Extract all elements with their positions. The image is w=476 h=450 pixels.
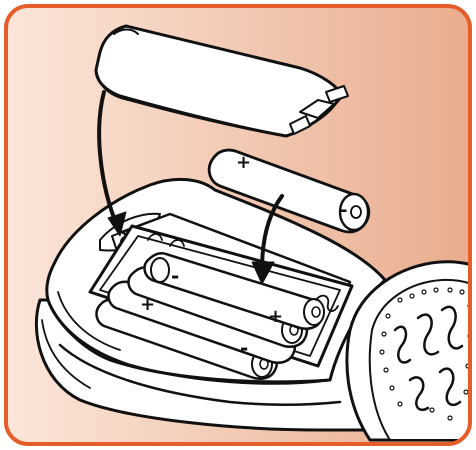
polarity-mark-3: + [268,306,283,327]
polarity-mark-1: + [140,294,155,315]
polarity-mark-6: - [340,200,347,221]
polarity-mark-5: + [236,152,251,173]
polarity-mark-4: - [240,336,248,360]
polarity-mark-2: - [171,264,179,288]
